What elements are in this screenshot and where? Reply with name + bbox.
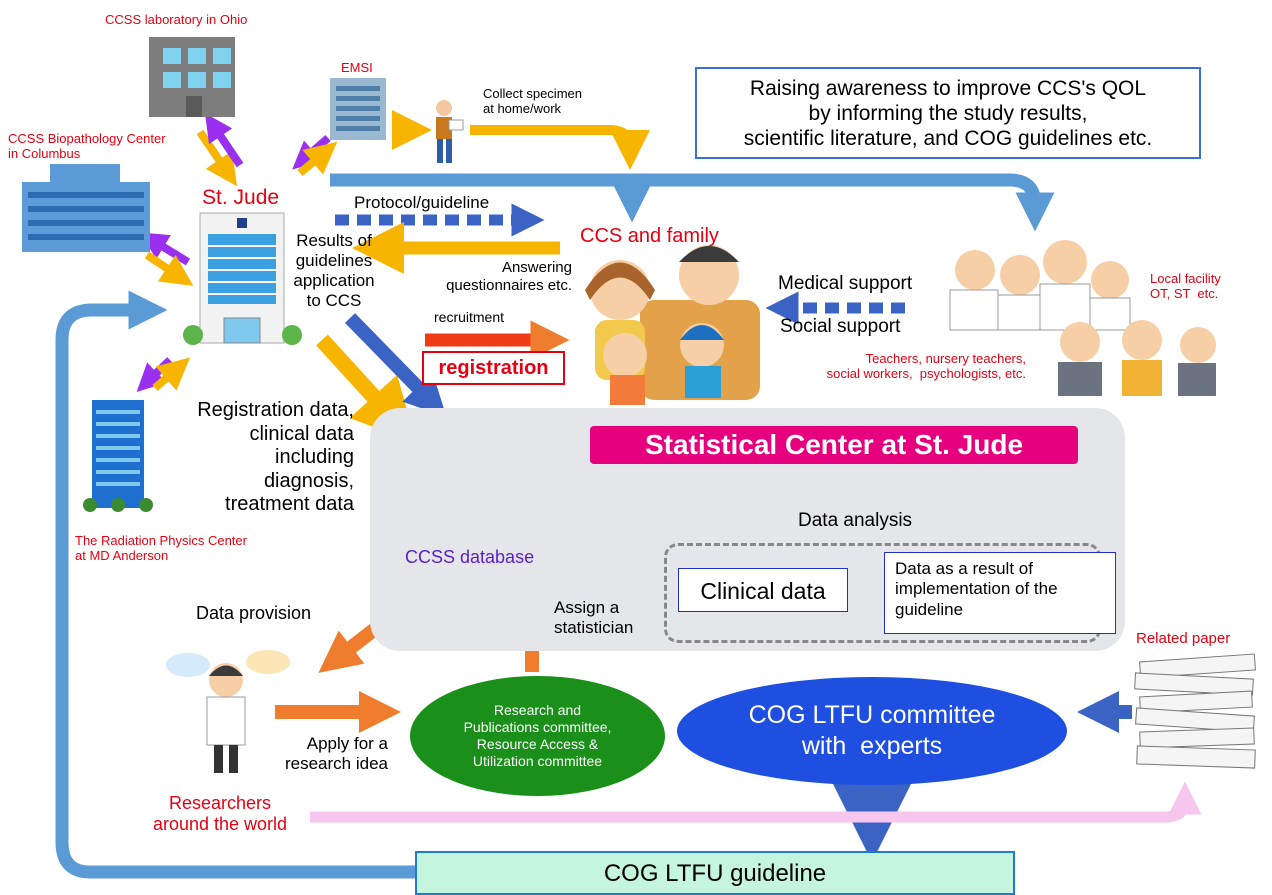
teachers-icon	[1058, 320, 1216, 396]
data-provision-label: Data provision	[196, 603, 312, 623]
radiation-building-icon	[83, 400, 153, 512]
radiation-center-label: The Radiation Physics Center at MD Ander…	[75, 533, 247, 564]
related-paper-label: Related paper	[1136, 630, 1231, 647]
cog-ltfu-committee-ellipse: COG LTFU committee with experts	[677, 677, 1067, 785]
researchers-to-paper-arrow	[310, 781, 1202, 823]
protocol-label: Protocol/guideline	[354, 193, 490, 212]
registration-data-label: Registration data, clinical data includi…	[197, 399, 354, 516]
medical-staff-icon	[949, 240, 1131, 331]
ccss-database-label: CCSS database	[405, 547, 535, 567]
local-facility-label: Local facility OT, ST etc.	[1150, 271, 1221, 302]
lab-building-icon	[149, 37, 235, 117]
researcher-icon	[166, 650, 290, 773]
statistical-center-title: Statistical Center at St. Jude	[590, 426, 1078, 464]
registration-box: registration	[422, 351, 565, 385]
family-illustration	[585, 245, 760, 405]
recruitment-label: recruitment	[434, 309, 505, 325]
researchers-label: Researchers around the world	[152, 793, 288, 835]
stjude-to-db-yellow	[316, 334, 417, 444]
research-committee-ellipse: Research and Publications committee, Res…	[410, 676, 665, 796]
courier-icon	[436, 100, 464, 163]
assign-statistician-label: Assign a statistician	[554, 598, 634, 638]
biopath-exchange-arrows	[139, 232, 194, 286]
biopath-label: CCSS Biopathology Center in Columbus	[8, 131, 166, 162]
st-jude-label: St. Jude	[202, 186, 280, 209]
social-support-label: Social support	[780, 316, 901, 337]
data-analysis-label: Data analysis	[798, 510, 913, 531]
teachers-label: Teachers, nursery teachers, social worke…	[826, 351, 1026, 382]
specimen-to-family-arrow	[470, 125, 650, 170]
clinical-data-box: Clinical data	[678, 568, 848, 612]
emsi-building-icon	[330, 78, 386, 140]
emsi-label: EMSI	[341, 60, 373, 75]
answering-label: Answering questionnaires etc.	[446, 259, 572, 294]
awareness-arrow	[330, 173, 1055, 232]
apply-label: Apply for a research idea	[284, 734, 388, 774]
lab-exchange-arrows	[196, 113, 244, 187]
results-guidelines-label: Results of guidelines application to CCS	[293, 231, 375, 311]
guideline-feedback-arrow	[55, 290, 415, 879]
emsi-exchange-arrows	[292, 134, 338, 177]
radiation-exchange-arrows	[136, 357, 191, 392]
ccs-family-label: CCS and family	[580, 225, 719, 247]
awareness-box: Raising awareness to improve CCS's QOL b…	[695, 67, 1201, 159]
stjude-to-db-blue	[344, 313, 447, 418]
hospital-icon	[183, 212, 302, 345]
paper-stack-icon	[1134, 653, 1256, 769]
biopath-building-icon	[22, 164, 150, 252]
implementation-data-box: Data as a result of implementation of th…	[884, 552, 1116, 634]
ccss-lab-label: CCSS laboratory in Ohio	[105, 12, 248, 27]
cog-ltfu-guideline-box: COG LTFU guideline	[415, 851, 1015, 895]
collect-specimen-label: Collect specimen at home/work	[483, 86, 582, 117]
medical-support-label: Medical support	[778, 273, 913, 294]
